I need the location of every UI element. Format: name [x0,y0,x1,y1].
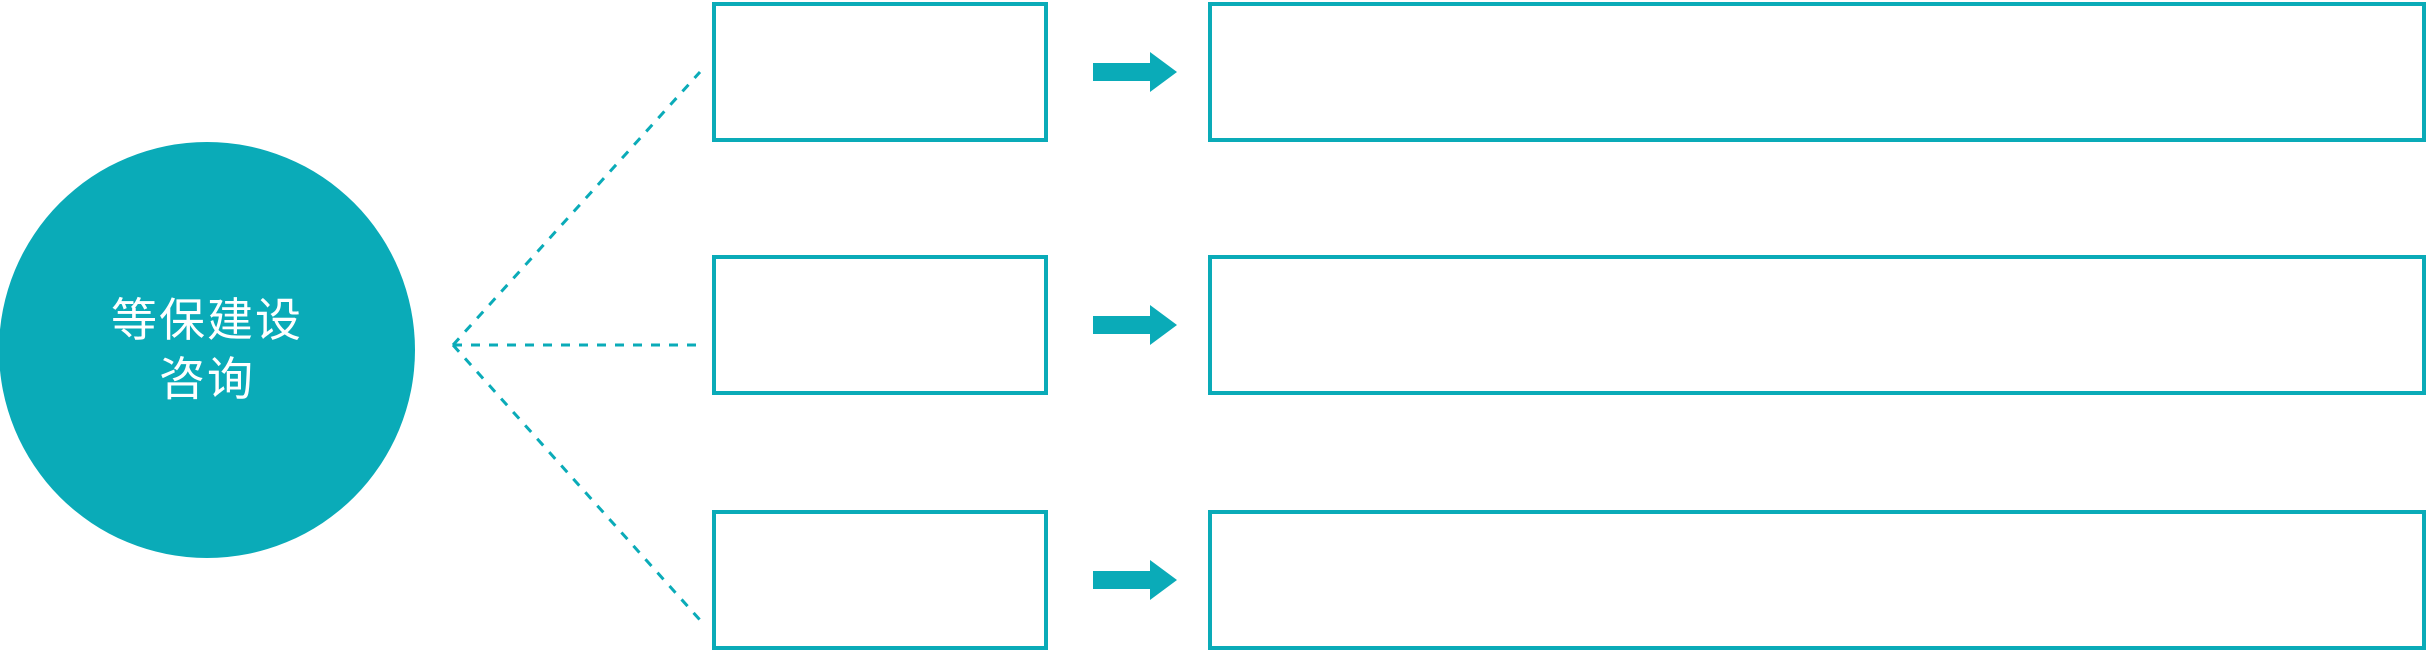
row-1-detail-box[interactable] [1208,2,2426,142]
hub-label-line1: 等保建设 [111,294,303,347]
row-2-title-box[interactable] [712,255,1048,395]
hub-label-line2: 咨询 [159,353,255,405]
row-2-arrow-right-icon [1093,305,1177,350]
row-2-detail-box[interactable] [1208,255,2426,395]
row-2 [0,255,2434,395]
row-3-arrow-right-icon [1093,560,1177,605]
row-3-detail-box[interactable] [1208,510,2426,650]
row-1-arrow-right-icon [1093,52,1177,97]
row-3 [0,510,2434,650]
row-1-title-box[interactable] [712,2,1048,142]
row-1 [0,2,2434,142]
hub-circle[interactable]: 等保建设 咨询 [0,142,415,558]
row-3-title-box[interactable] [712,510,1048,650]
